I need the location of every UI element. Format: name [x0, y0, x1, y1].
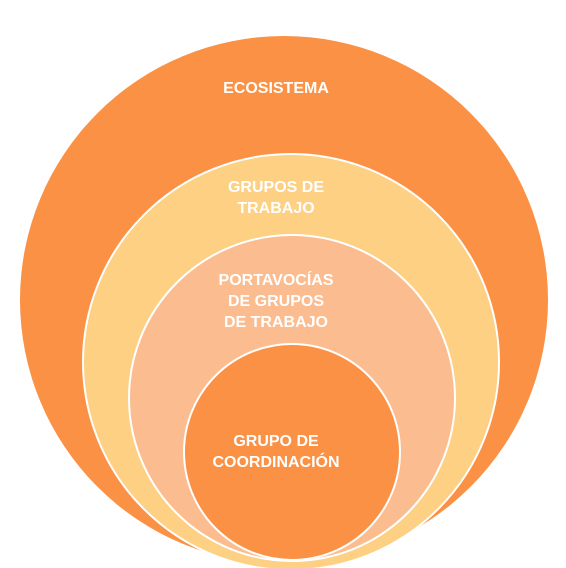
label-portavocias-de-grupos-de-trabajo: PORTAVOCÍAS DE GRUPOS DE TRABAJO [218, 272, 334, 331]
label-grupos-de-trabajo: GRUPOS DE TRABAJO [227, 179, 324, 217]
label-ecosistema: ECOSISTEMA [223, 80, 329, 97]
label-grupo-de-coordinacion: GRUPO DE COORDINACIÓN [212, 433, 340, 471]
circle-grupo-de-coordinacion [183, 343, 401, 561]
